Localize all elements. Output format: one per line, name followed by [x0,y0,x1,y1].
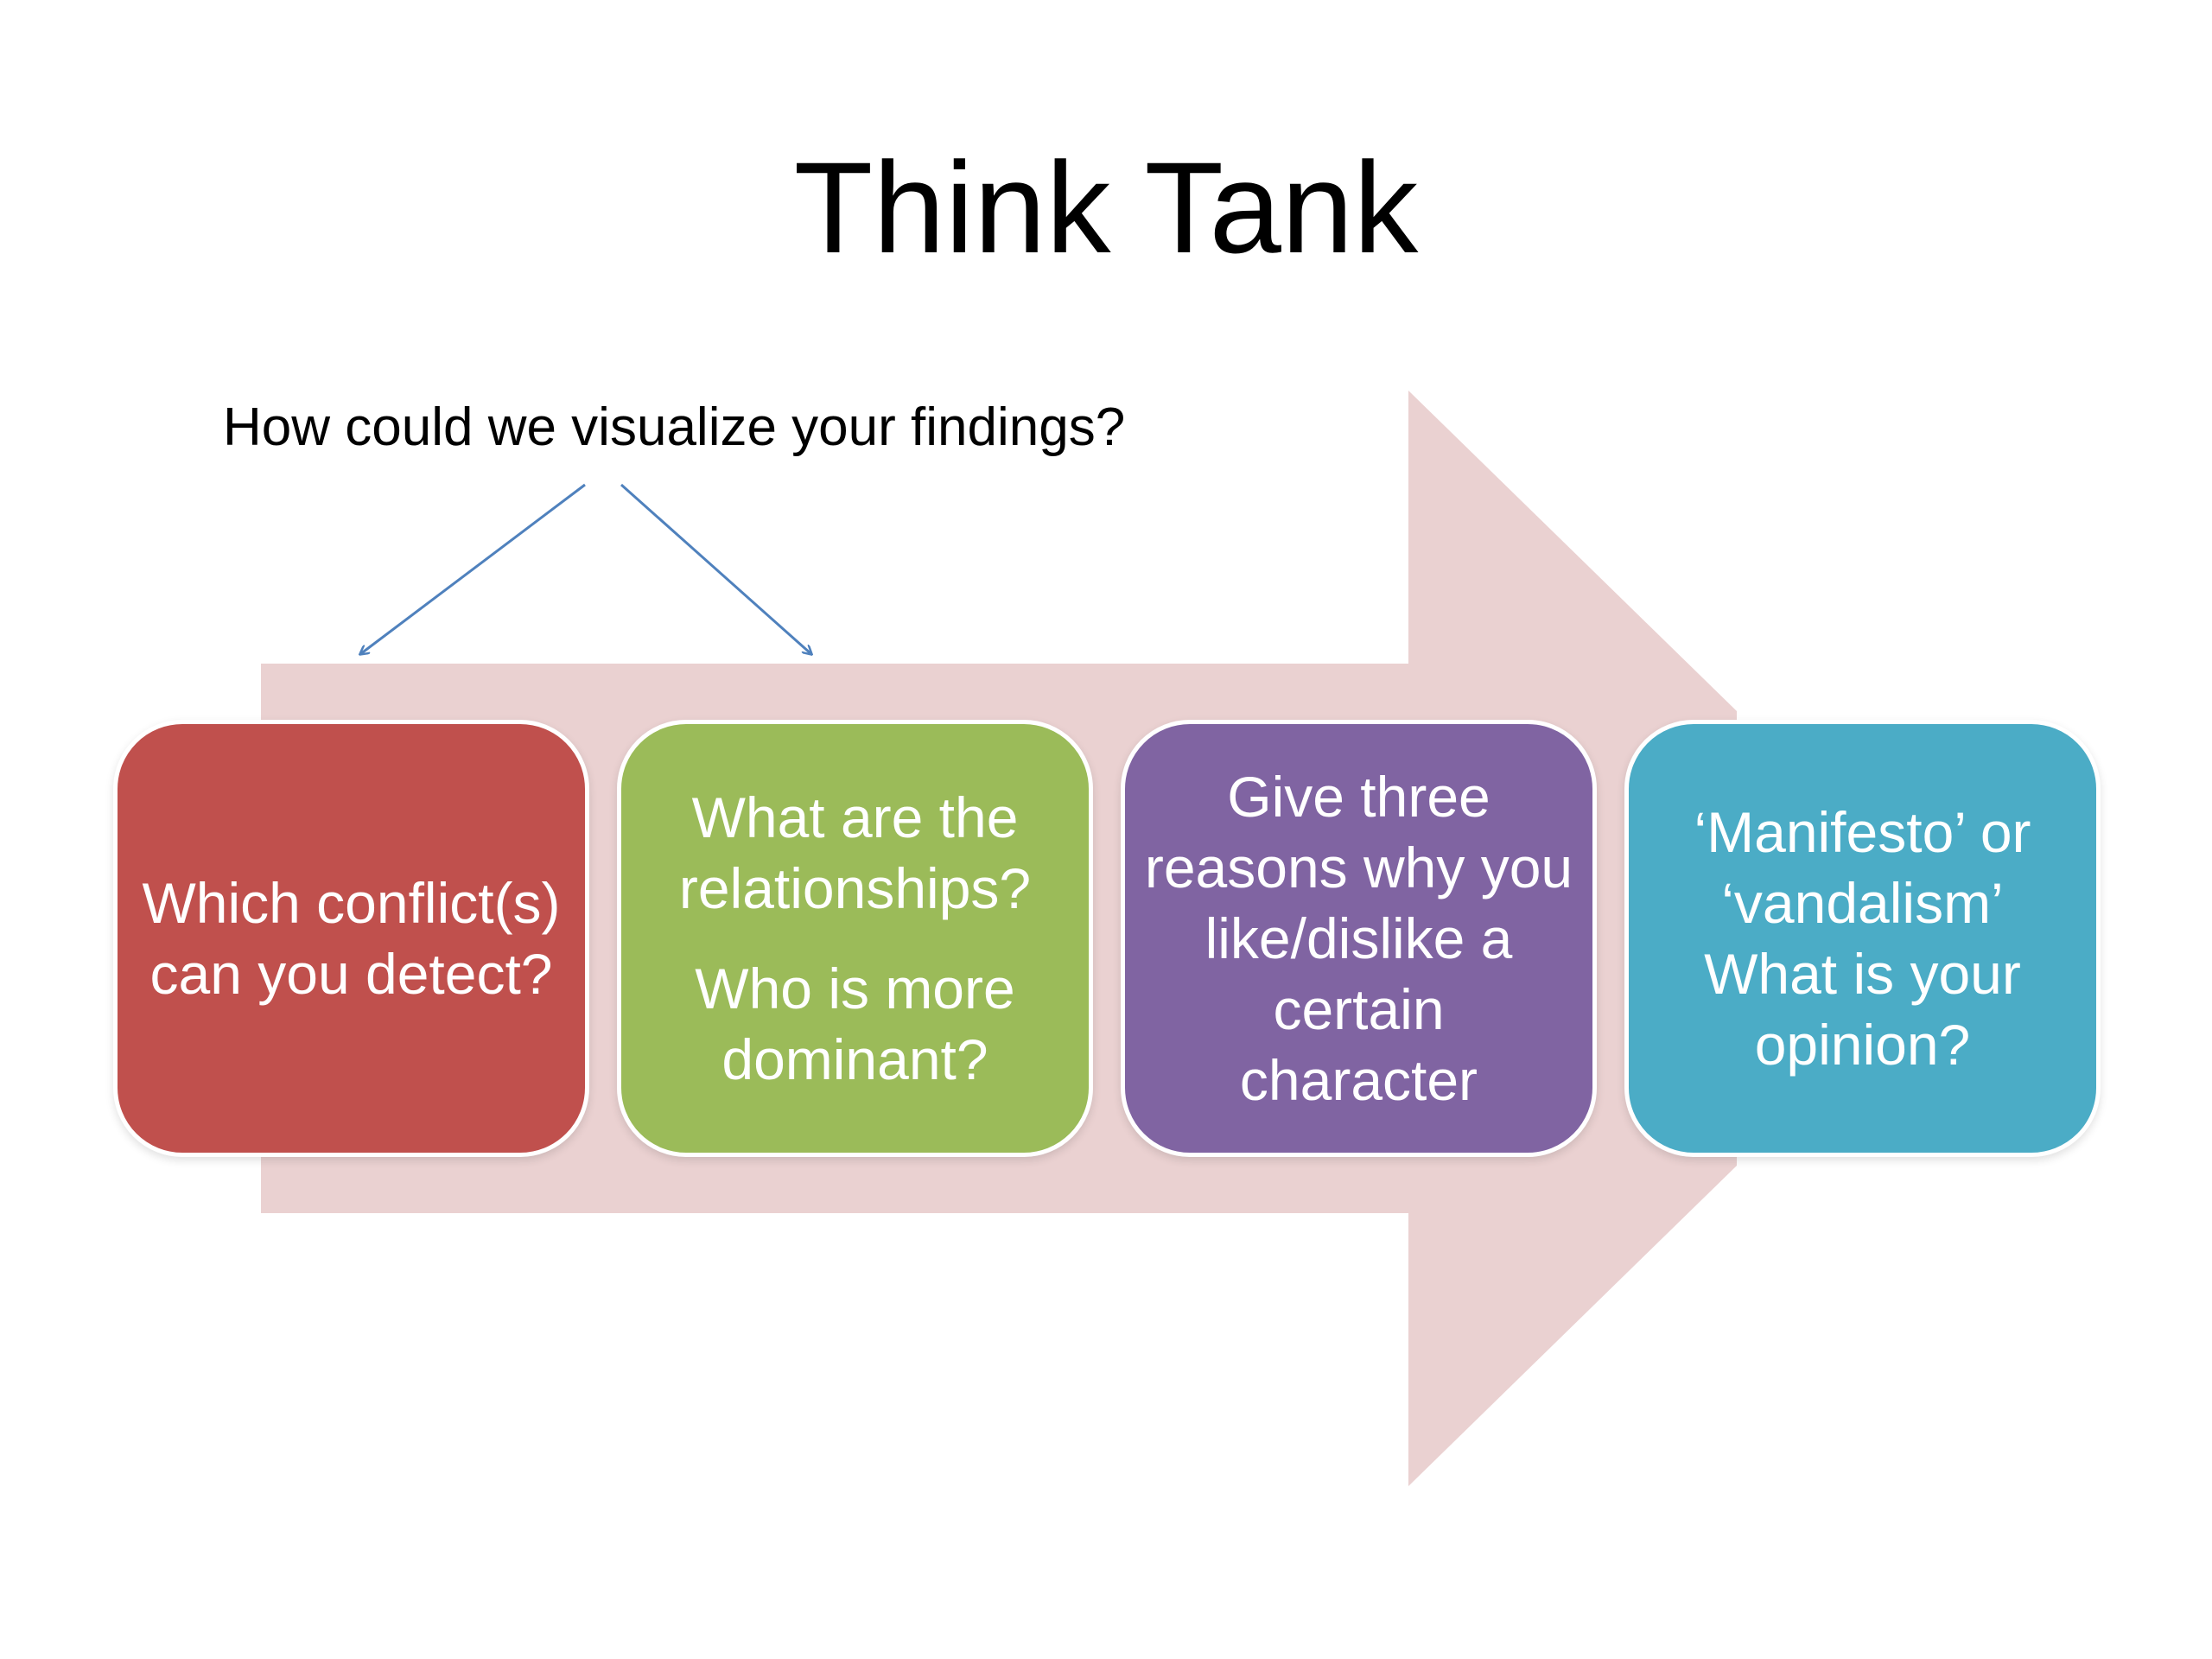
box-paragraph: Which conflict(s) can you detect? [126,868,575,1009]
box-paragraph: Who is more dominant? [679,953,1030,1095]
box-paragraph: What are the relationships? [664,782,1046,924]
box-text-line: dominant? [721,1027,988,1091]
box-paragraph: Give three reasons why you like/dislike a c… [1129,761,1588,1116]
box-text-line: certain [1273,977,1445,1041]
box-text-line: ‘Manifesto’ or [1694,800,2031,864]
box-text-line: Give three [1227,765,1491,829]
box-text-line: character [1239,1048,1478,1112]
box-text-line: can you detect? [149,942,553,1006]
box-text-line: reasons why you [1144,836,1573,899]
box-text-line: What is your [1704,942,2021,1006]
box-text-line: ‘vandalism’ [1721,871,2004,935]
box-text-line: opinion? [1754,1013,1971,1077]
connector-arrow-left [360,483,586,654]
box-text-line: Who is more [695,957,1015,1020]
question-text: How could we visualize your findings? [223,397,1126,457]
box-text-line: relationships? [678,856,1032,920]
step-box-relationships: What are the relationships? Who is more dom… [617,720,1093,1157]
box-paragraph: ‘Manifesto’ or ‘vandalism’ What is your opi… [1678,797,2046,1080]
slide-title: Think Tank [793,135,1419,280]
box-text-line: Which conflict(s) [142,871,561,935]
step-box-opinion: ‘Manifesto’ or ‘vandalism’ What is your opi… [1624,720,2101,1157]
box-text-line: What are the [691,785,1019,849]
step-box-conflicts: Which conflict(s) can you detect? [113,720,589,1157]
connector-arrow-right [620,483,811,654]
box-text-line: like/dislike a [1205,906,1513,970]
step-box-character: Give three reasons why you like/dislike a c… [1121,720,1597,1157]
